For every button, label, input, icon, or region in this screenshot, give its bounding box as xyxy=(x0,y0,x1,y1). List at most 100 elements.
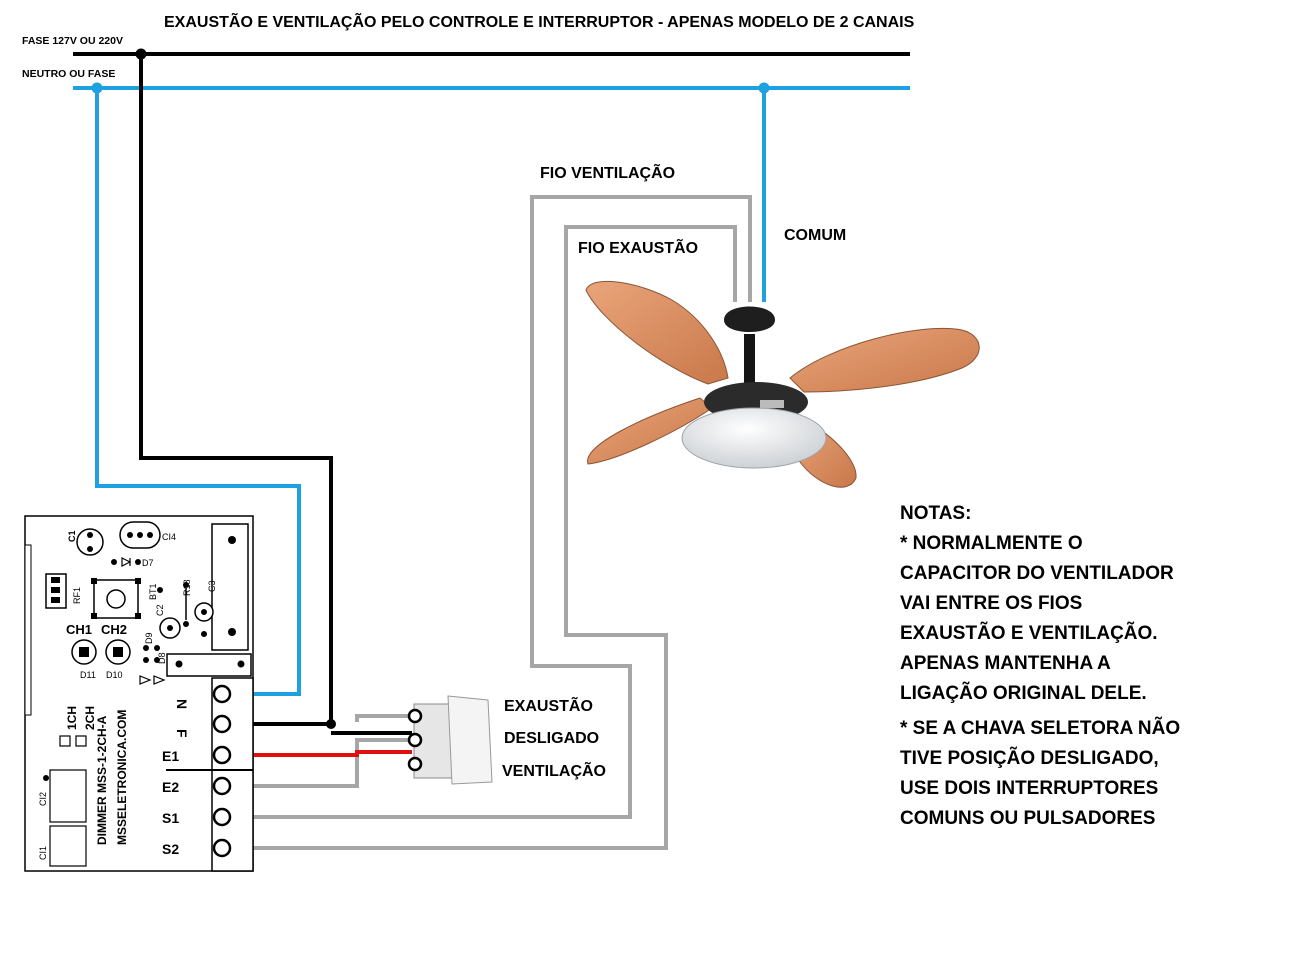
fan-blade-left xyxy=(585,280,729,385)
diode-d9 xyxy=(139,675,152,685)
rf1-pin-2 xyxy=(51,587,60,593)
aux-pin-right xyxy=(237,660,245,668)
d7-label: D7 xyxy=(142,558,154,568)
fio-exaustao-label: FIO EXAUSTÃO xyxy=(578,237,698,257)
diagram-title: EXAUSTÃO E VENTILAÇÃO PELO CONTROLE E IN… xyxy=(164,11,915,31)
terminal-e1-label: E1 xyxy=(162,748,179,764)
switch-top-wire xyxy=(355,714,412,722)
d11-pad xyxy=(79,647,89,657)
relay-pin-top xyxy=(228,536,236,544)
d9-label: D9 xyxy=(144,632,154,644)
c3-label: C3 xyxy=(207,580,217,592)
d9-pin-a xyxy=(143,645,149,651)
notes-heading: NOTAS: xyxy=(900,503,971,524)
neutral-label: NEUTRO OU FASE xyxy=(22,68,115,80)
d7-pin-b xyxy=(135,559,141,565)
terminal-e1 xyxy=(212,745,232,765)
fio-ventilacao-wire xyxy=(232,195,752,819)
d7-pin-a xyxy=(111,559,117,565)
chip-ci1 xyxy=(49,825,87,867)
phase-junction-dot xyxy=(135,48,147,60)
switch-terminal-top xyxy=(407,708,423,724)
terminal-f-label: F xyxy=(174,729,190,738)
ceiling-fan xyxy=(585,280,980,488)
switch-terminal-bottom xyxy=(407,756,423,772)
fan-motor-plate xyxy=(760,400,784,408)
comum-junction-dot xyxy=(758,82,770,94)
terminal-s1-label: S1 xyxy=(162,810,179,826)
chip-ci2 xyxy=(49,769,87,823)
fan-light-globe xyxy=(681,407,827,469)
bt1-label: BT1 xyxy=(148,583,158,600)
comum-label: COMUM xyxy=(784,227,846,244)
ci4-label: CI4 xyxy=(162,532,176,542)
terminal-n xyxy=(212,684,232,704)
c1-pin-b xyxy=(87,546,93,552)
d8-pin-a xyxy=(154,645,160,651)
jumper-2ch xyxy=(75,735,87,747)
neutral-wire xyxy=(95,88,301,696)
bt1-pin-1 xyxy=(91,578,97,584)
bt1-pin-3 xyxy=(91,613,97,619)
switch-position-exaustao: EXAUSTÃO xyxy=(504,695,593,715)
bt1-cap xyxy=(106,589,126,609)
c3-pin-b xyxy=(201,631,207,637)
ci1-label: CI1 xyxy=(38,846,48,860)
notes-line-10: COMUNS OU PULSADORES xyxy=(900,808,1155,829)
terminal-e2-label: E2 xyxy=(162,779,179,795)
fan-blade-right xyxy=(789,327,980,393)
ch2-label: CH2 xyxy=(101,622,127,637)
phase-label: FASE 127V OU 220V xyxy=(22,35,123,47)
c2-pin-a xyxy=(157,587,163,593)
capacitor-c1 xyxy=(76,528,104,556)
ci2-mark xyxy=(43,775,49,781)
neutral-junction-dot xyxy=(91,82,103,94)
notes-line-8: TIVE POSIÇÃO DESLIGADO, xyxy=(900,747,1159,769)
ci4-pin-2 xyxy=(137,532,143,538)
d9-pin-b xyxy=(143,657,149,663)
rf1-pin-1 xyxy=(51,577,60,583)
fio-ventilacao-label: FIO VENTILAÇÃO xyxy=(540,162,675,182)
site-label: MSSELETRONICA.COM xyxy=(115,710,129,845)
model-label: DIMMER MSS-1-2CH-A xyxy=(95,715,109,845)
notes-line-6: LIGAÇÃO ORIGINAL DELE. xyxy=(900,682,1147,704)
aux-pin-left xyxy=(175,660,183,668)
r18-pin-b xyxy=(183,621,189,627)
switch-terminal-middle xyxy=(407,732,423,748)
c2-label: C2 xyxy=(155,604,165,616)
mode-1ch-label: 1CH xyxy=(65,706,79,730)
diode-d8 xyxy=(153,675,166,685)
fan-downrod xyxy=(744,334,755,384)
switch-rocker[interactable] xyxy=(447,695,493,785)
d11-label: D11 xyxy=(80,670,96,680)
terminal-s2-label: S2 xyxy=(162,841,179,857)
ci2-label: CI2 xyxy=(38,792,48,806)
ci4-pin-1 xyxy=(127,532,133,538)
switch-position-desligado: DESLIGADO xyxy=(504,730,599,747)
rf1-pin-3 xyxy=(51,597,60,603)
fan-canopy xyxy=(724,306,775,332)
d10-pad xyxy=(113,647,123,657)
jumper-1ch xyxy=(59,735,71,747)
fio-exaustao-wire xyxy=(232,225,737,850)
d8-label: D8 xyxy=(157,652,167,664)
notes-line-1: * NORMALMENTE O xyxy=(900,533,1083,554)
terminal-n-label: N xyxy=(174,699,190,709)
c3-pin xyxy=(201,609,207,615)
fan-blade-lower-left xyxy=(587,397,713,465)
ch1-label: CH1 xyxy=(66,622,92,637)
controller-board: C1 CI4 D7 RF1 BT1 C2 R18 C3 CH xyxy=(24,515,254,872)
notes-line-2: CAPACITOR DO VENTILADOR xyxy=(900,563,1174,584)
terminal-s1 xyxy=(212,807,232,827)
ci4-pin-3 xyxy=(147,532,153,538)
relay-pin-bottom xyxy=(228,628,236,636)
selector-switch[interactable] xyxy=(407,695,493,785)
notes-line-5: APENAS MANTENHA A xyxy=(900,653,1111,674)
aux-block xyxy=(166,653,252,677)
notes-line-7: * SE A CHAVA SELETORA NÃO xyxy=(900,717,1180,739)
terminal-e2 xyxy=(212,776,232,796)
d8-pin-b xyxy=(154,657,160,663)
board-edge-strip xyxy=(24,544,32,716)
rf1-label: RF1 xyxy=(72,587,82,604)
